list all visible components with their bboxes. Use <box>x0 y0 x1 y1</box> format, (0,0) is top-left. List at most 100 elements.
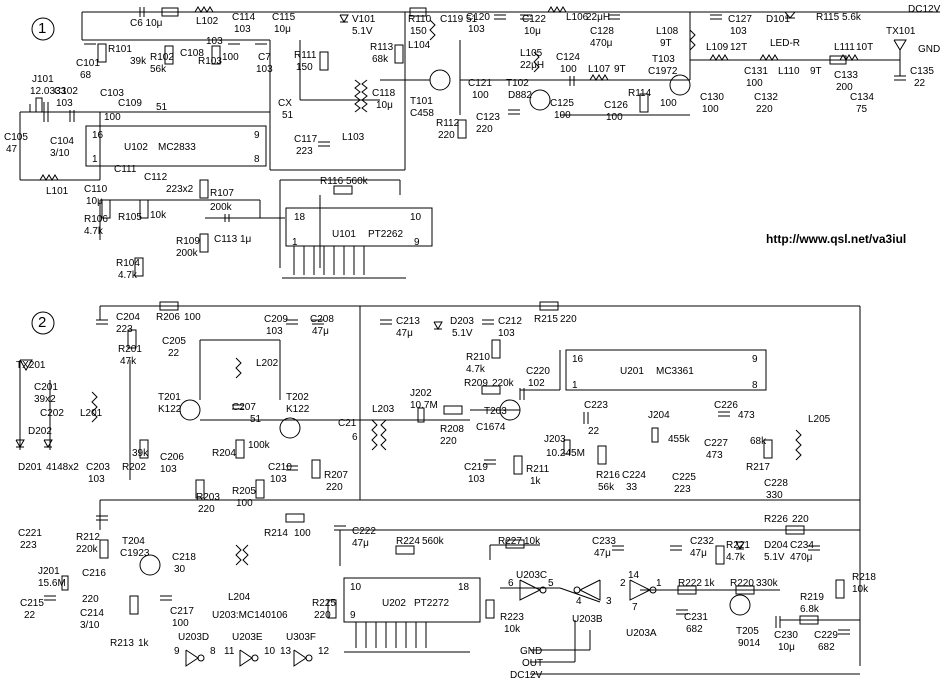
label: R213 <box>110 638 134 649</box>
label: 30 <box>174 564 186 575</box>
label: 4.7k <box>726 552 746 563</box>
label: C130 <box>700 92 724 103</box>
label: L205 <box>808 414 831 425</box>
label: C117 <box>294 134 318 145</box>
section-1-inductors <box>39 6 859 181</box>
label: 220 <box>438 130 455 141</box>
label: 223 <box>296 146 313 157</box>
section-2-marker: 2 <box>31 311 55 335</box>
gate-pin: 8 <box>210 646 216 657</box>
label: 100 <box>184 312 201 323</box>
label: 103 <box>206 36 223 47</box>
label: C7 <box>258 52 271 63</box>
label: R110 <box>408 14 432 25</box>
label: 4148x2 <box>46 462 79 473</box>
label: C6 10μ <box>130 18 163 29</box>
label: 5.1V <box>352 26 373 37</box>
label: 220 <box>326 482 343 493</box>
gate-pin: 5 <box>548 578 554 589</box>
label: 4.7k <box>118 270 138 281</box>
label: 56k <box>598 482 615 493</box>
label: 330k <box>756 578 779 589</box>
label: R106 <box>84 214 108 225</box>
label: 473 <box>706 450 723 461</box>
label: 103 <box>56 98 73 109</box>
label: 51 <box>156 102 168 113</box>
label: R227 <box>498 536 522 547</box>
label: C222 <box>352 526 376 537</box>
ic-u102-pin-8: 8 <box>254 154 260 165</box>
label: 47μ <box>594 548 611 559</box>
label: 47μ <box>352 538 369 549</box>
label: C220 <box>526 366 550 377</box>
label: GND <box>918 44 940 55</box>
gate-pin: 6 <box>508 578 514 589</box>
label: 220 <box>792 514 809 525</box>
label: 220 <box>560 314 577 325</box>
label: 22μH <box>586 12 610 23</box>
logic-gates <box>185 579 657 667</box>
label: C205 <box>162 336 186 347</box>
ic-u202-part: PT2272 <box>414 598 449 609</box>
label: C218 <box>172 552 196 563</box>
u202-address-pins <box>344 622 470 653</box>
label: L204 <box>228 592 251 603</box>
section-1-wiring <box>19 11 940 268</box>
label: T204 <box>122 536 145 547</box>
label: 560k <box>422 536 445 547</box>
label: 150 <box>410 26 427 37</box>
section-2-crystals <box>61 407 659 591</box>
label: 9T <box>810 66 822 77</box>
label: 682 <box>818 642 835 653</box>
label: 223 <box>20 540 37 551</box>
label: J203 <box>544 434 566 445</box>
label: 51 <box>250 414 262 425</box>
section-2-labels: C204 223 R206 100 C209 103 C208 47μ C213… <box>16 312 876 681</box>
label: 12T <box>730 42 747 53</box>
label: C202 <box>40 408 64 419</box>
label: R107 <box>210 188 234 199</box>
label: 10μ <box>274 24 291 35</box>
label: 1k <box>704 578 716 589</box>
label: C221 <box>18 528 42 539</box>
label: 220 <box>198 504 215 515</box>
label: T203 <box>484 406 507 417</box>
label: C134 <box>850 92 874 103</box>
label: C234 <box>790 540 814 551</box>
section-2-inductors <box>91 357 802 566</box>
label: C108 <box>180 48 204 59</box>
label: 3/10 <box>50 148 70 159</box>
label: C133 <box>834 70 858 81</box>
label: 47k <box>120 356 137 367</box>
label: 220k <box>76 544 99 555</box>
label: C207 <box>232 402 256 413</box>
label: R113 <box>370 42 394 53</box>
label: R116 <box>320 176 344 187</box>
ic-u102: 16 9 1 8 U102 MC2833 <box>85 125 267 167</box>
label: 470μ <box>590 38 613 49</box>
ic-u202-pin-10: 10 <box>350 582 362 593</box>
label: D203 <box>450 316 474 327</box>
source-url[interactable]: http://www.qsl.net/va3iul <box>766 232 907 246</box>
gate-pin: 10 <box>264 646 276 657</box>
section-1-transistors <box>429 69 691 111</box>
label: C213 <box>396 316 420 327</box>
label: 47μ <box>312 326 329 337</box>
label: C127 <box>728 14 752 25</box>
label: U203D <box>178 632 209 643</box>
label: C125 <box>550 98 574 109</box>
ic-u102-pin-9: 9 <box>254 130 260 141</box>
label: C115 <box>272 12 296 23</box>
label: 22 <box>168 348 180 359</box>
label: 330 <box>766 490 783 501</box>
label: 220 <box>756 104 773 115</box>
label: 223 <box>674 484 691 495</box>
label: T205 <box>736 626 759 637</box>
label: 9T <box>660 38 672 49</box>
label: R207 <box>324 470 348 481</box>
label: C110 <box>84 184 108 195</box>
label: R209 <box>464 378 488 389</box>
label: R203 <box>196 492 220 503</box>
label: C204 <box>116 312 140 323</box>
label: L108 <box>656 26 679 37</box>
